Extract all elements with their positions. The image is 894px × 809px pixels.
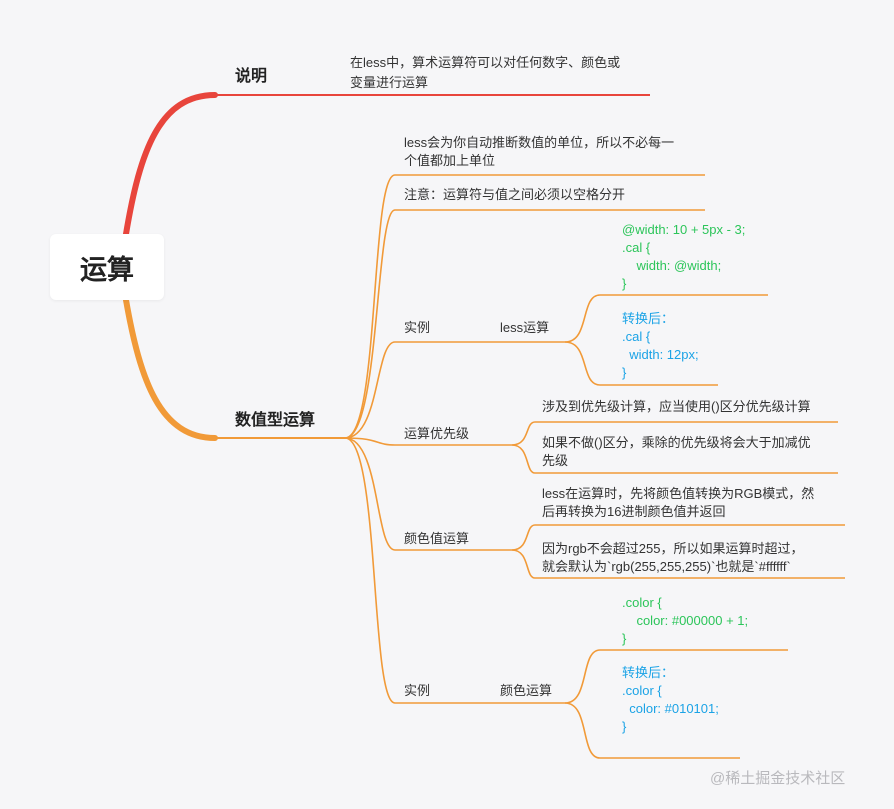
intro-text-line2: 变量进行运算: [350, 75, 429, 90]
color-ops-label[interactable]: 颜色值运算: [404, 531, 470, 546]
example1-code-before: @width: 10 + 5px - 3; .cal { width: @wid…: [622, 222, 746, 291]
priority-item2-line2: 先级: [542, 453, 569, 468]
connector-note1: [344, 174, 396, 439]
color-ops-item2-line2: 就会默认为`rgb(255,255,255)`也就是`#ffffff`: [542, 559, 791, 574]
connector-intro: [123, 92, 218, 237]
priority-label[interactable]: 运算优先级: [404, 426, 470, 441]
root-node[interactable]: 运算: [50, 234, 164, 300]
example2-sub-label[interactable]: 颜色运算: [500, 683, 553, 698]
connector-numeric: [123, 297, 218, 441]
example1-sub-label[interactable]: less运算: [500, 320, 550, 335]
note2-text: 注意：运算符与值之间必须以空格分开: [404, 187, 626, 202]
note1-line1: less会为你自动推断数值的单位，所以不必每一: [404, 135, 675, 150]
intro-text-line1: 在less中，算术运算符可以对任何数字、颜色或: [350, 55, 621, 70]
priority-item1: 涉及到优先级计算，应当使用()区分优先级计算: [542, 399, 811, 414]
root-label: 运算: [80, 254, 134, 285]
branch-numeric-label[interactable]: 数值型运算: [235, 412, 316, 429]
connector-color-ops: [344, 437, 396, 551]
connector-example2: [344, 437, 396, 704]
note1-line2: 个值都加上单位: [404, 153, 496, 168]
color-ops-item1-line2: 后再转换为16进制颜色值并返回: [542, 504, 726, 519]
connector-priority: [344, 437, 396, 446]
priority-item2-line1: 如果不做()区分，乘除的优先级将会大于加减优: [542, 435, 811, 450]
branch-intro-label[interactable]: 说明: [235, 68, 268, 85]
example1-label[interactable]: 实例: [404, 320, 431, 335]
connector-example1: [344, 341, 396, 439]
example2-label[interactable]: 实例: [404, 683, 431, 698]
example2-code-before: .color { color: #000000 + 1; }: [622, 595, 749, 646]
watermark: @稀土掘金技术社区: [710, 770, 846, 787]
color-ops-item1-line1: less在运算时，先将颜色值转换为RGB模式，然: [542, 486, 815, 501]
color-ops-item2-line1: 因为rgb不会超过255，所以如果运算时超过，: [542, 541, 804, 556]
connector-note2: [344, 209, 396, 439]
example2-code-after: 转换后： .color { color: #010101; }: [622, 665, 719, 734]
example1-code-after: 转换后： .cal { width: 12px; }: [622, 311, 699, 380]
